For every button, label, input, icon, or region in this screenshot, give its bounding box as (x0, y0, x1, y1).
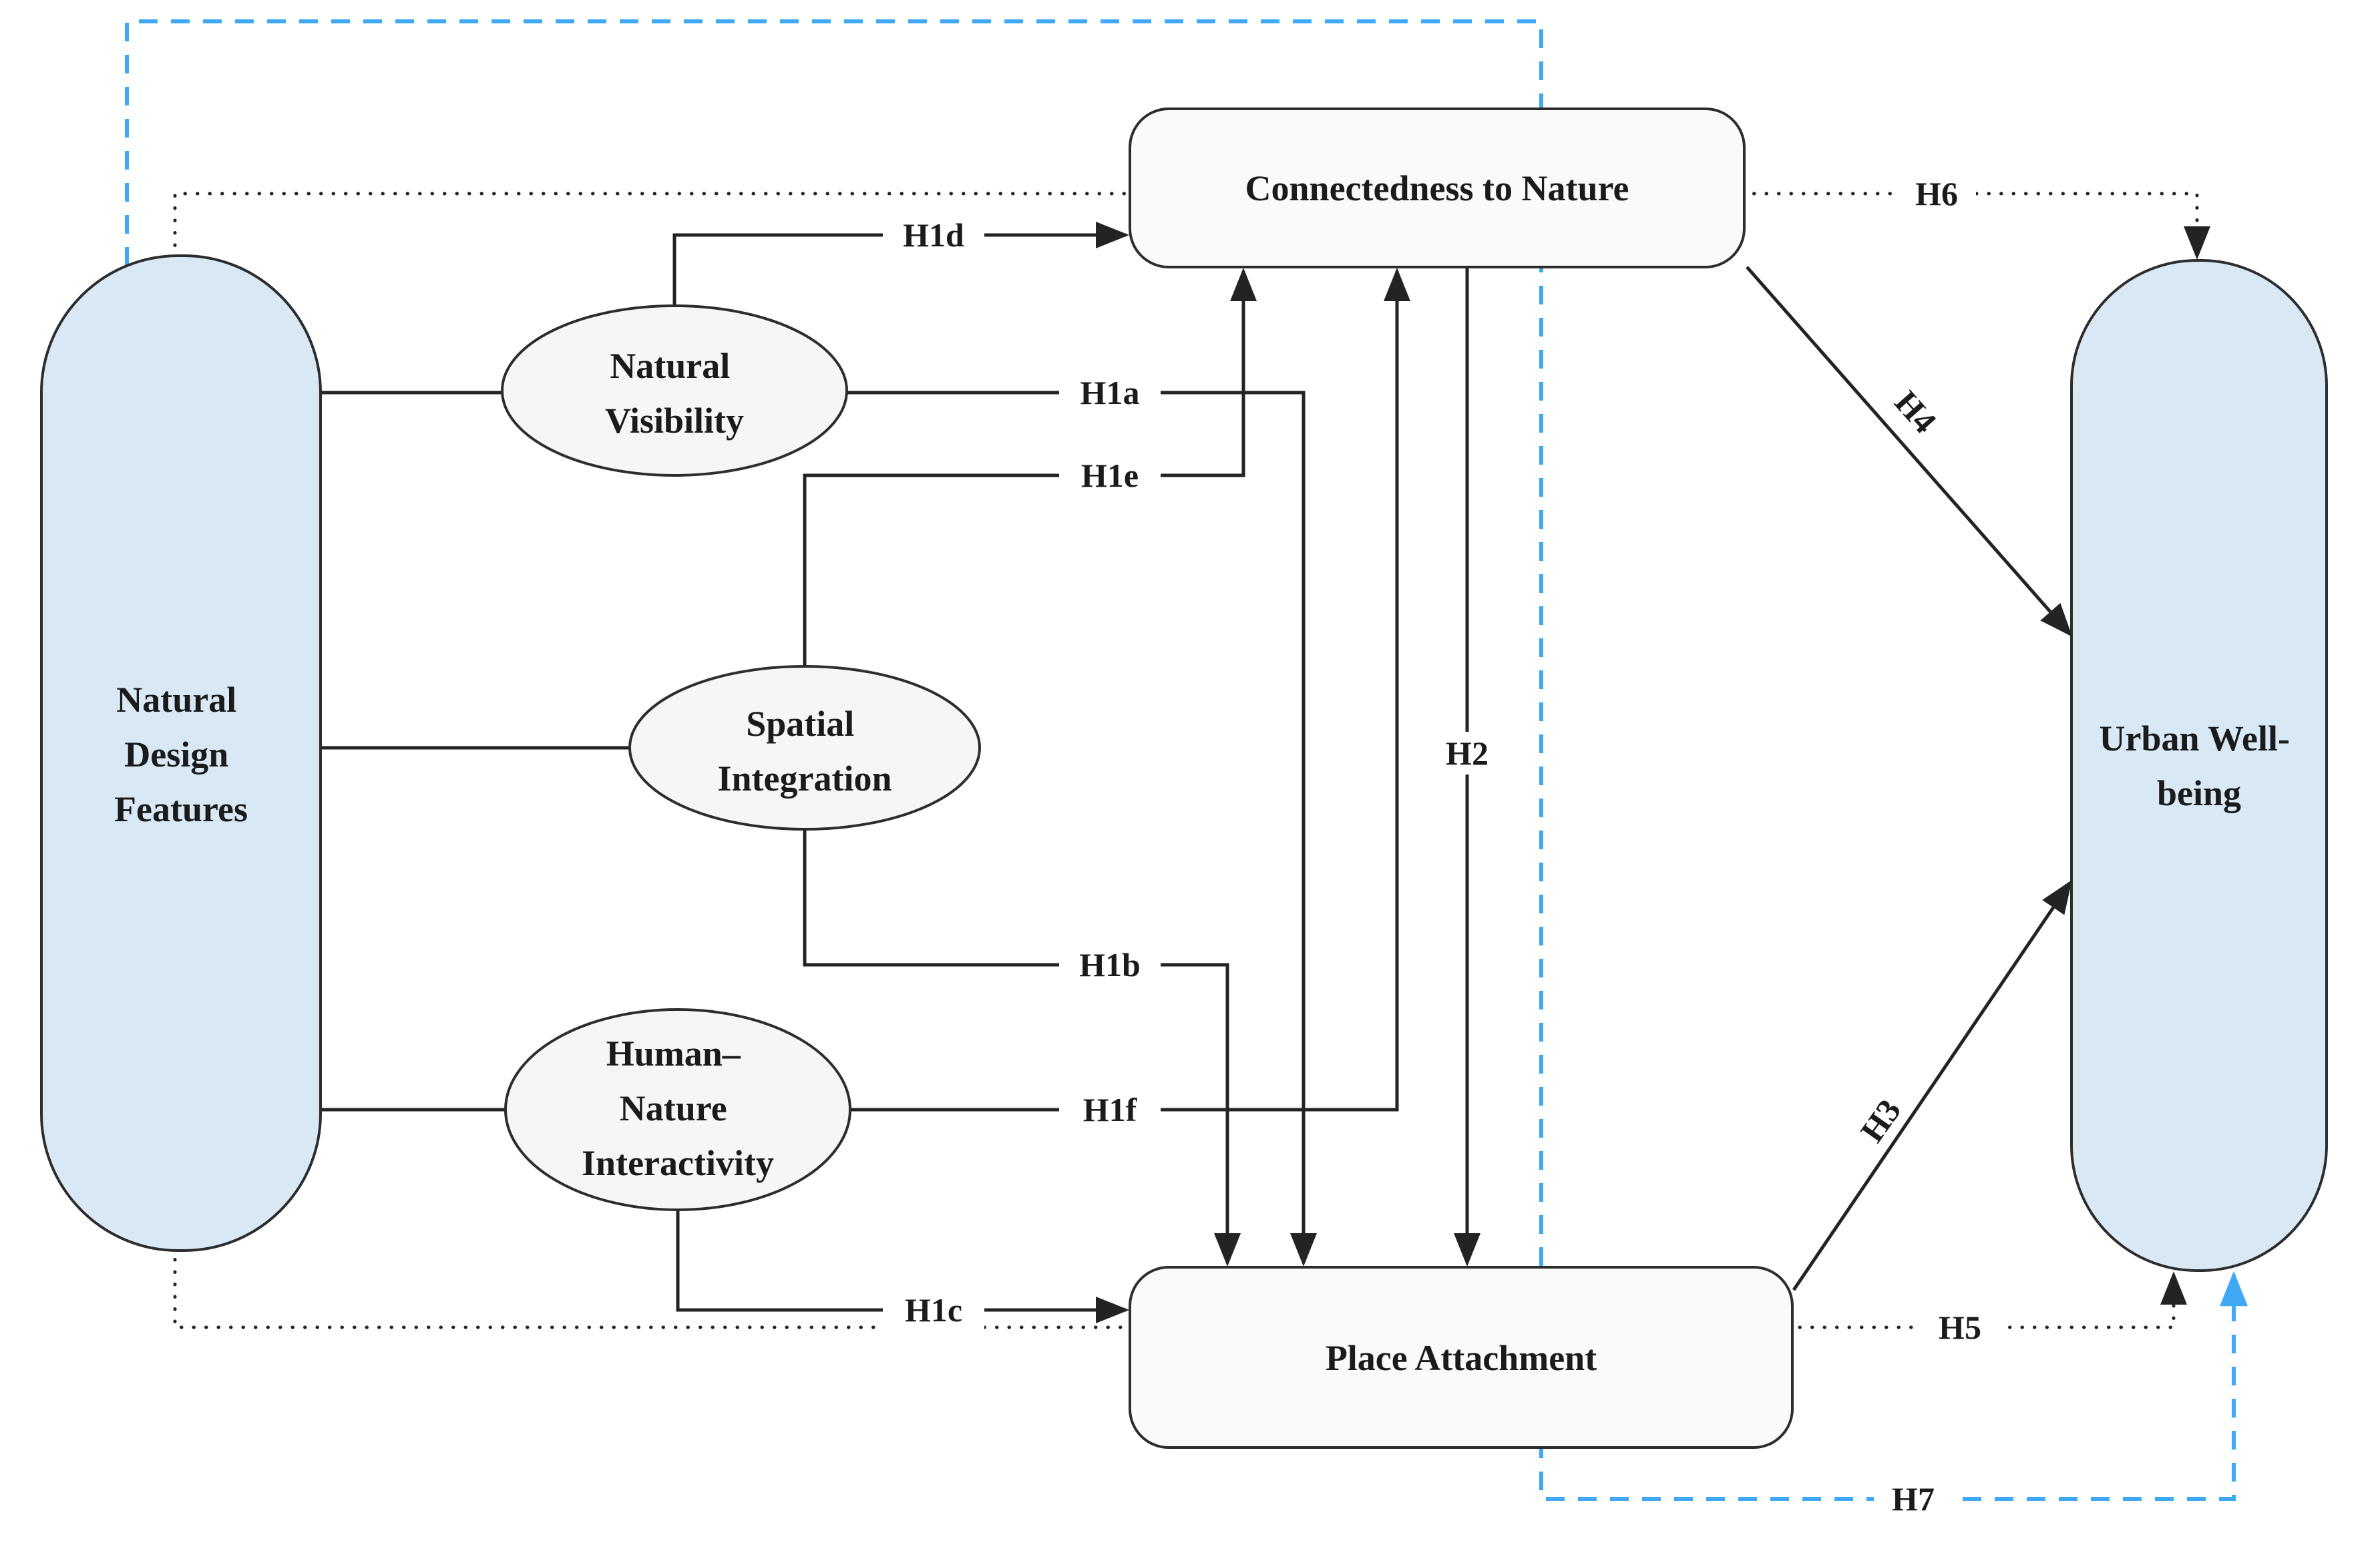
edge-label-h6: H6 (1915, 175, 1958, 212)
node-connectedness-to-nature: Connectedness to Nature (1129, 107, 1746, 268)
edge-label-h5-bg (1921, 1306, 1999, 1349)
edge-label-h1d-bg (883, 214, 984, 255)
edge-label-h1a-bg (1059, 371, 1161, 413)
edge-label-h7-bg (1874, 1478, 1953, 1520)
edge-label-h1b: H1b (1079, 946, 1141, 983)
connectedness-to-nature-shape (1129, 107, 1746, 268)
spatial-integration-shape (628, 665, 981, 831)
node-human-nature-interactivity: Human– Nature Interactivity (504, 1008, 851, 1211)
edge-label-h2-bg (1428, 732, 1507, 775)
edge-label-h1f-bg (1059, 1088, 1161, 1130)
urban-well-being-label: Urban Well- being (2099, 718, 2299, 813)
edge-h1a (845, 391, 1317, 1267)
edge-labels: H1d H1a H1e H1b H1f H1c H2 H4 H3 H6 H5 H… (883, 172, 1999, 1520)
edge-h7 (125, 19, 2248, 1501)
place-attachment-label: Place Attachment (1326, 1338, 1597, 1378)
place-attachment-shape (1129, 1266, 1794, 1449)
node-natural-design-features: Natural Design Features (40, 254, 322, 1252)
edge-label-h1c: H1c (905, 1291, 962, 1329)
edge-label-h1b-bg (1059, 943, 1161, 985)
node-place-attachment: Place Attachment (1129, 1266, 1794, 1449)
edge-label-h1a: H1a (1080, 374, 1140, 411)
natural-design-features-label: Natural Design Features (114, 680, 248, 829)
node-urban-well-being: Urban Well- being (2070, 259, 2328, 1272)
edge-label-h4: H4 (1888, 383, 1944, 440)
natural-visibility-shape (501, 304, 848, 477)
edge-h1b (803, 828, 1241, 1267)
edge-label-h1c-bg (883, 1289, 984, 1330)
human-nature-interactivity-shape (504, 1008, 851, 1211)
spatial-integration-label: Spatial Integration (718, 704, 892, 799)
edge-label-h3: H3 (1853, 1092, 1909, 1148)
urban-well-being-shape (2070, 259, 2328, 1272)
edge-h3 (1792, 879, 2072, 1291)
connectedness-to-nature-label: Connectedness to Nature (1245, 168, 1629, 208)
node-spatial-integration: Spatial Integration (628, 665, 981, 831)
edge-label-h6-bg (1897, 172, 1976, 215)
edge-h4 (1746, 266, 2073, 637)
edge-label-h7: H7 (1892, 1480, 1935, 1518)
edge-label-h1f: H1f (1083, 1091, 1138, 1128)
node-natural-visibility: Natural Visibility (501, 304, 848, 477)
edge-label-h2: H2 (1446, 734, 1489, 772)
edge-label-h5: H5 (1939, 1309, 1981, 1346)
edge-label-h1e: H1e (1081, 457, 1139, 494)
natural-design-features-shape (40, 254, 322, 1252)
natural-visibility-label: Natural Visibility (605, 346, 744, 441)
edge-h1f (850, 268, 1410, 1112)
human-nature-interactivity-label: Human– Nature Interactivity (582, 1034, 774, 1183)
edge-label-h1e-bg (1059, 454, 1161, 495)
edge-h1e (803, 268, 1257, 668)
edge-label-h1d: H1d (903, 216, 964, 254)
